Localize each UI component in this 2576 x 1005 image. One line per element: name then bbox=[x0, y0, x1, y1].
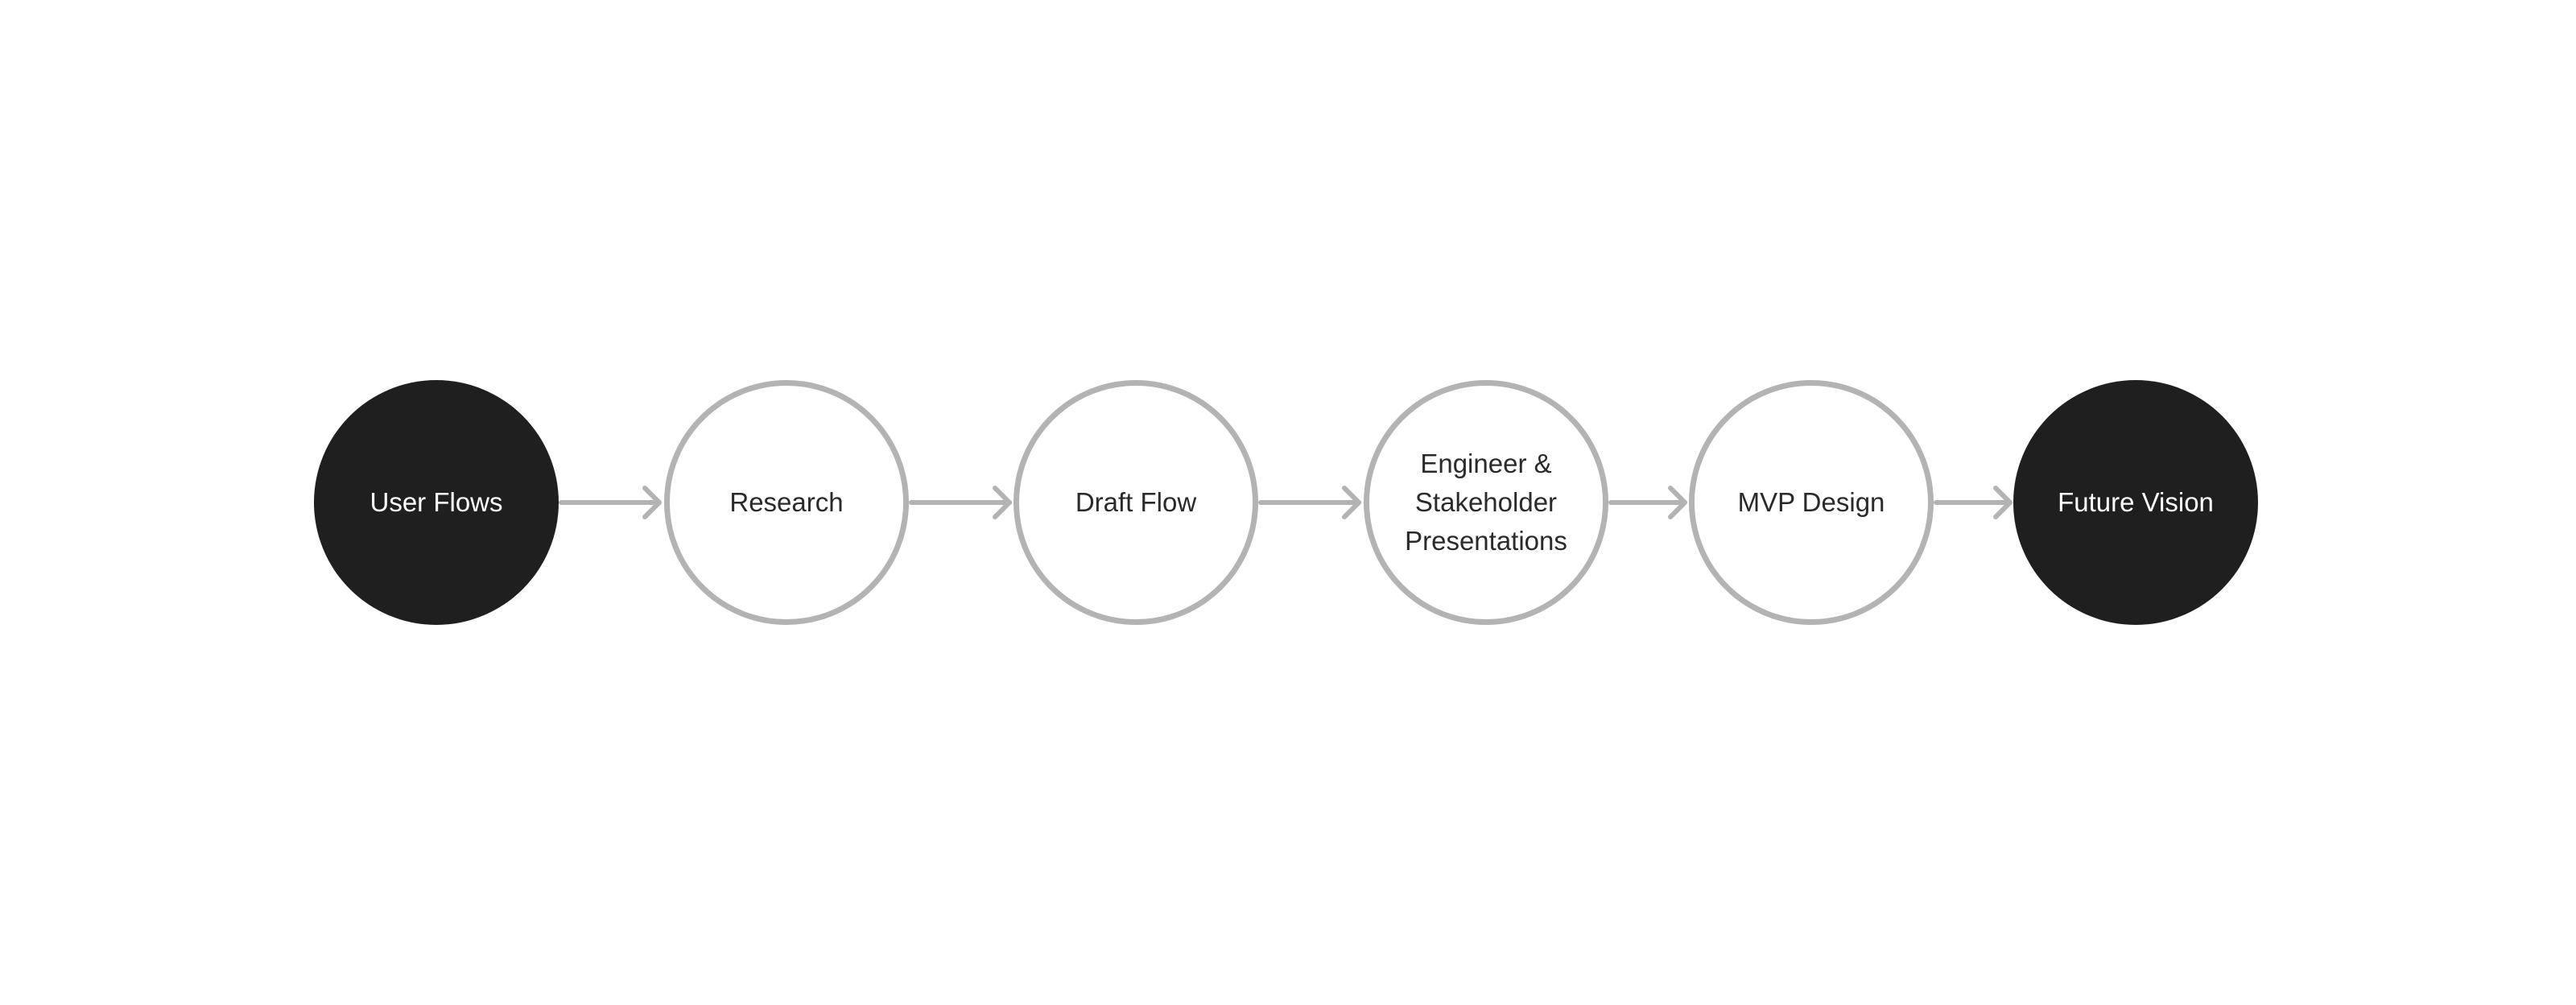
node-label: Engineer & Stakeholder Presentations bbox=[1405, 449, 1567, 556]
node-label: Draft Flow bbox=[1075, 487, 1197, 517]
arrow-right-icon bbox=[559, 486, 662, 519]
arrow-right-icon bbox=[1258, 486, 1361, 519]
node-user-flows: User Flows bbox=[314, 380, 559, 625]
arrow-right-icon bbox=[1934, 486, 2013, 519]
node-label: Future Vision bbox=[2058, 487, 2214, 517]
arrow-right-icon bbox=[909, 486, 1012, 519]
node-draft-flow: Draft Flow bbox=[1013, 380, 1258, 625]
arrow-right-icon bbox=[1608, 486, 1687, 519]
node-mvp-design: MVP Design bbox=[1689, 380, 1934, 625]
node-future-vision: Future Vision bbox=[2013, 380, 2258, 625]
node-label: MVP Design bbox=[1737, 487, 1885, 517]
node-label: Research bbox=[729, 487, 844, 517]
node-engineer-stakeholder-presentations: Engineer & Stakeholder Presentations bbox=[1364, 380, 1608, 625]
node-label: User Flows bbox=[369, 487, 503, 517]
node-research: Research bbox=[664, 380, 909, 625]
